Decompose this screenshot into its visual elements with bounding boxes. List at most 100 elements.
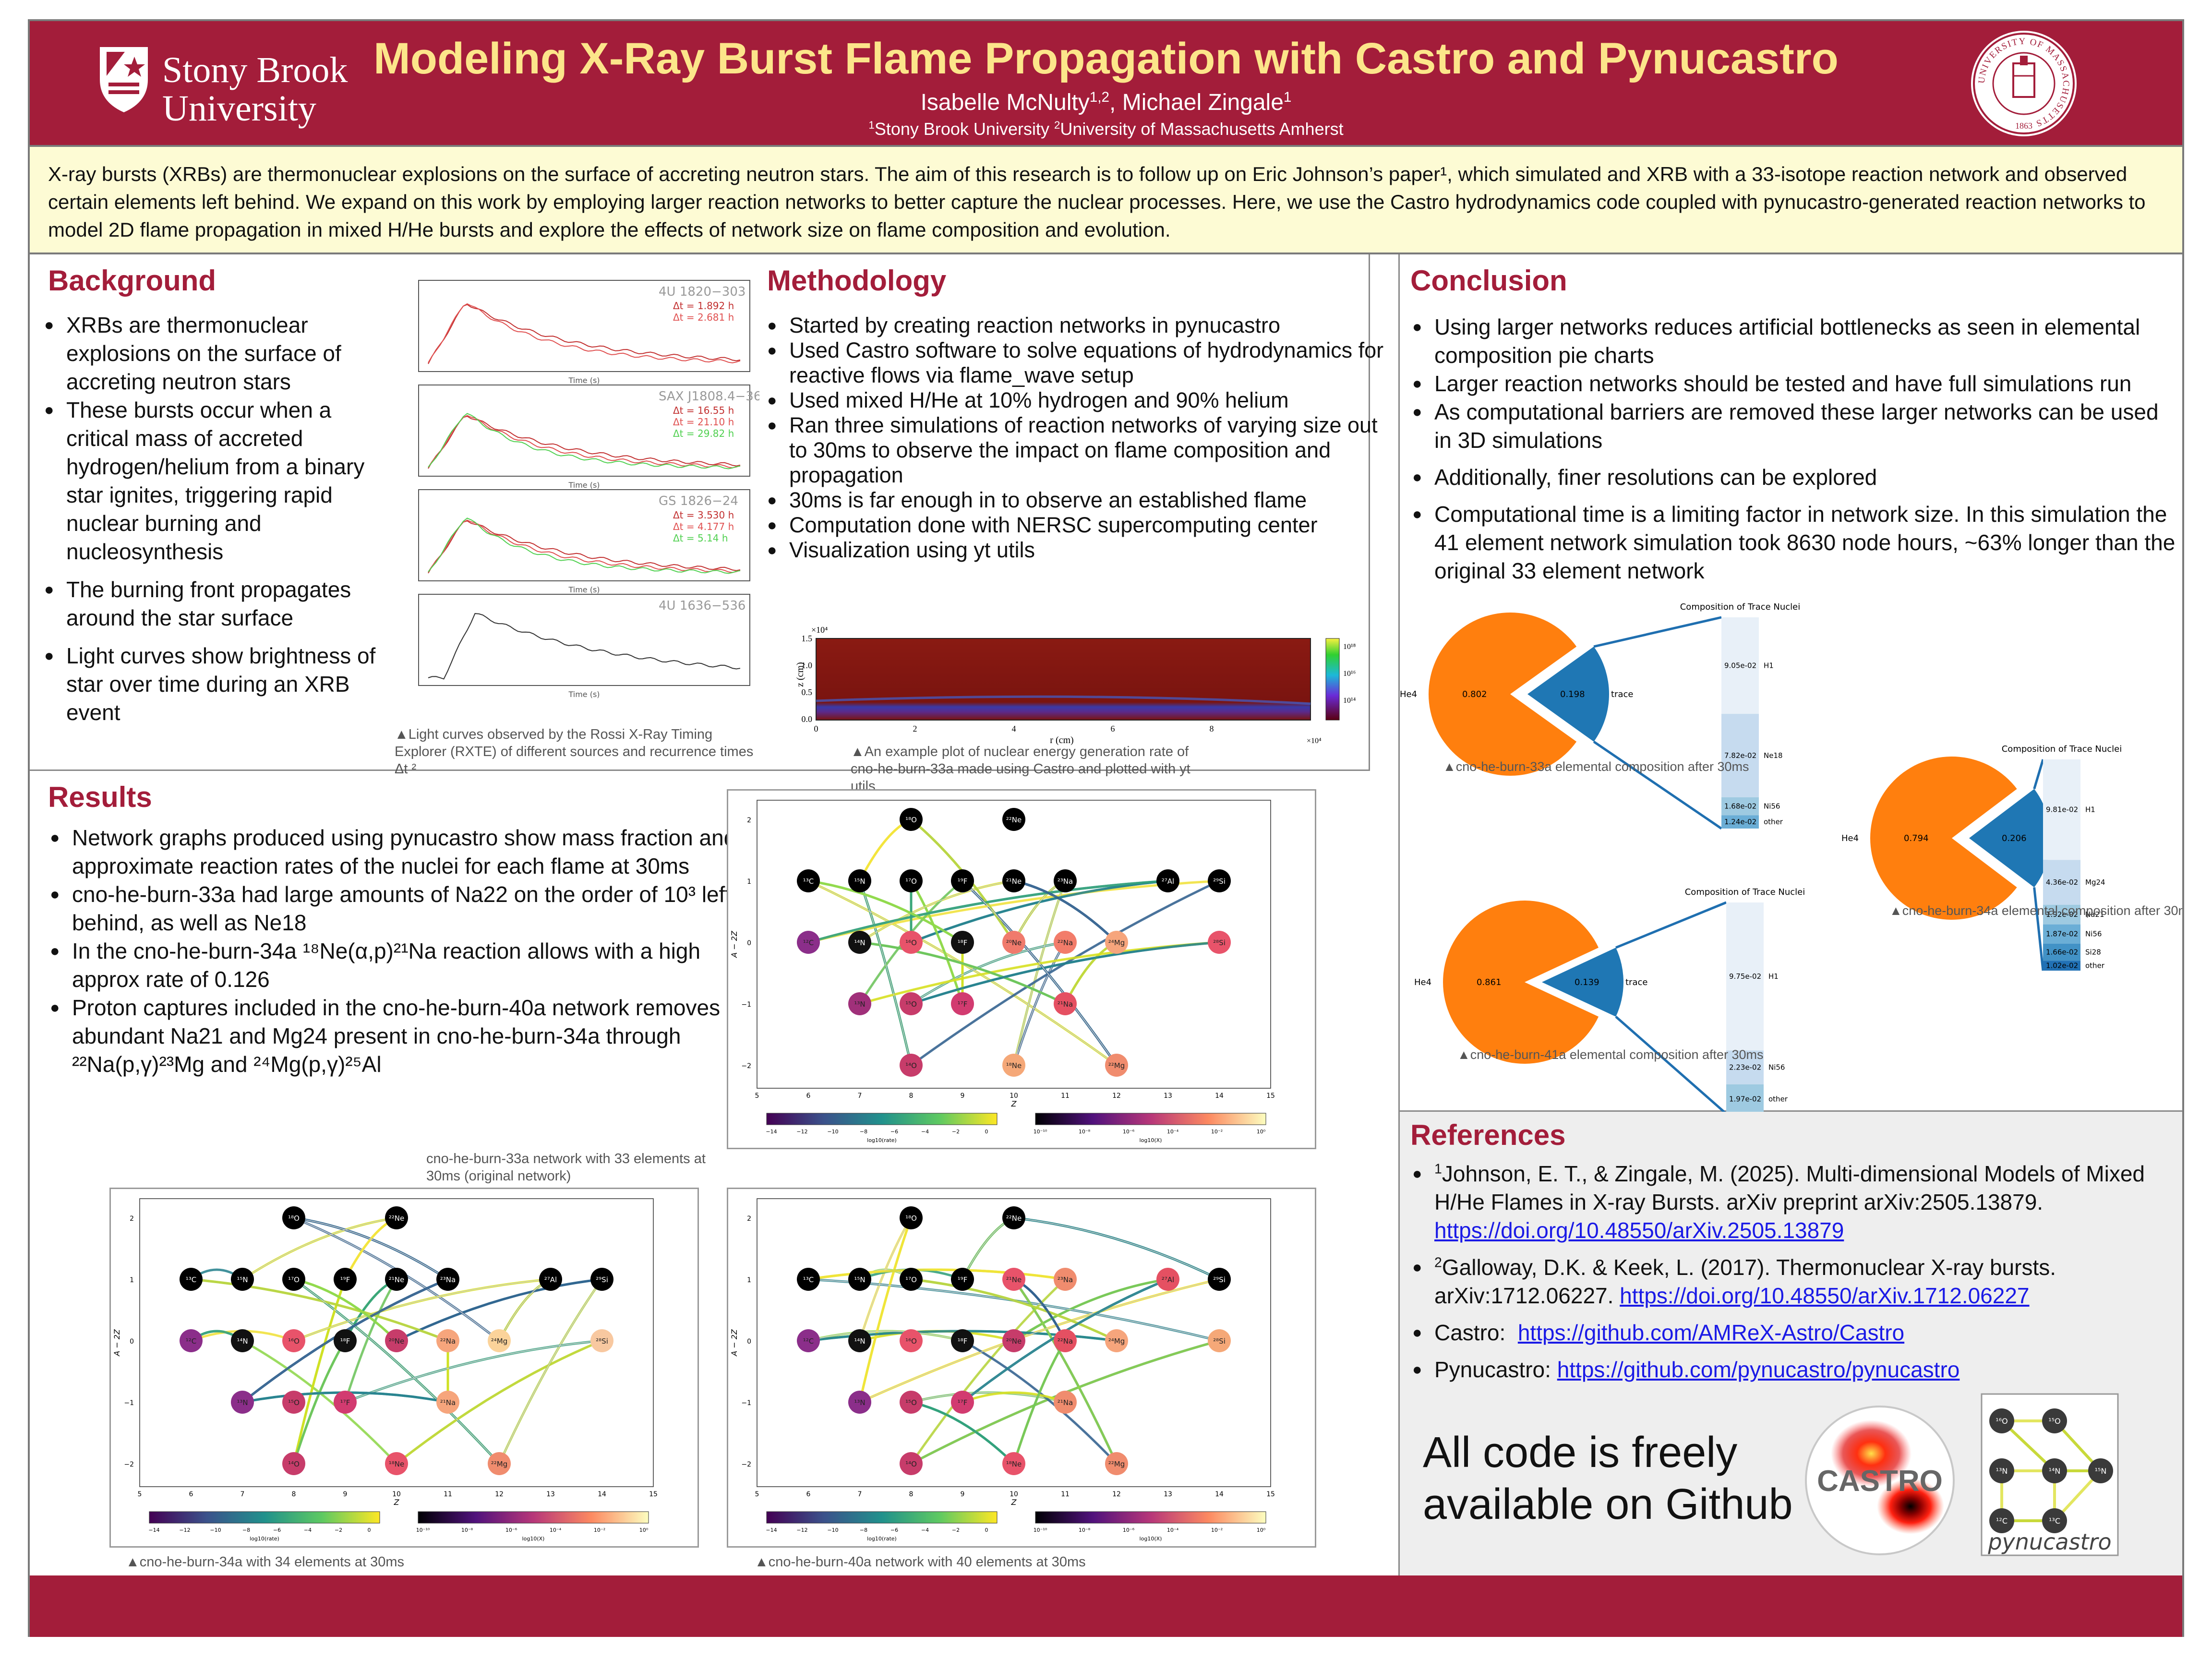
network-node bbox=[848, 1329, 871, 1352]
network-ytick: 0 bbox=[747, 939, 751, 947]
castro-logo-text: CASTRO bbox=[1817, 1465, 1943, 1498]
network-node-label: ¹⁴N bbox=[237, 1337, 248, 1346]
network-xtick: 12 bbox=[1112, 1491, 1121, 1498]
network-node-label: ¹⁹F bbox=[958, 1275, 968, 1284]
network-xtick: 11 bbox=[1061, 1491, 1070, 1498]
network-edge bbox=[396, 1278, 602, 1342]
network-edge bbox=[808, 879, 963, 944]
network-node bbox=[797, 869, 820, 892]
stack-segment-value: 1.66e-02 bbox=[2046, 948, 2078, 957]
network-ytick: −2 bbox=[741, 1461, 751, 1468]
network-node-label: ²⁷Al bbox=[544, 1275, 557, 1284]
rate-colorbar-tick: −12 bbox=[796, 1527, 807, 1533]
pie-connector bbox=[1615, 901, 1727, 949]
network-ytick: 1 bbox=[130, 1276, 134, 1284]
plot-ytick: 0.0 bbox=[802, 714, 813, 724]
network-xtick: 6 bbox=[806, 1491, 811, 1498]
network-xtick: 5 bbox=[755, 1092, 759, 1100]
ref2-link[interactable]: https://doi.org/10.48550/arXiv.1712.0622… bbox=[1620, 1283, 2030, 1308]
stack-segment-name: Na21 bbox=[2085, 910, 2104, 919]
network-xtick: 15 bbox=[1266, 1092, 1275, 1100]
network-edge bbox=[808, 1331, 963, 1341]
pynucastro-logo-node bbox=[1989, 1508, 2014, 1533]
stack-segment-value: 1.68e-02 bbox=[1724, 802, 1756, 811]
rate-colorbar-tick: −2 bbox=[335, 1527, 342, 1533]
network-node-label: ²¹Ne bbox=[1006, 1275, 1022, 1284]
pynucastro-logo-node bbox=[1989, 1408, 2014, 1433]
network-ytick: −2 bbox=[124, 1461, 134, 1468]
poster-frame: Stony Brook University Modeling X-Ray Bu… bbox=[28, 19, 2184, 1637]
pie-connector bbox=[1615, 1016, 1726, 1112]
references-heading: References bbox=[1410, 1119, 1566, 1151]
network-edge bbox=[499, 1279, 602, 1464]
pie-connector bbox=[1593, 616, 1722, 648]
stack-segment-value: 9.05e-02 bbox=[1724, 661, 1756, 670]
abundance-colorbar-tick: 10⁻⁶ bbox=[1123, 1129, 1135, 1135]
pie-he4-value: 0.794 bbox=[1904, 833, 1929, 843]
network-node-label: ²³Na bbox=[1058, 877, 1073, 886]
pie-slice-he4 bbox=[1429, 613, 1577, 776]
network-node-label: ¹⁷O bbox=[288, 1275, 300, 1284]
pie-he4-value: 0.861 bbox=[1477, 977, 1502, 987]
network-node-label: ¹⁸F bbox=[340, 1337, 350, 1346]
pynucastro-link[interactable]: https://github.com/pynucastro/pynucastro bbox=[1557, 1357, 1960, 1382]
rate-colorbar-tick: −8 bbox=[860, 1527, 867, 1533]
network-edge bbox=[859, 1279, 1220, 1403]
abundance-colorbar-label: log10(X) bbox=[522, 1536, 545, 1542]
network-node bbox=[900, 1452, 923, 1475]
conclusion-item: As computational barriers are removed th… bbox=[1412, 398, 2176, 455]
plot-exponent-x: ×10⁴ bbox=[1307, 737, 1322, 745]
network-node bbox=[231, 1268, 254, 1291]
network-node-label: ¹³C bbox=[186, 1275, 197, 1284]
pynucastro-logo-node-label: ¹⁵O bbox=[2048, 1417, 2060, 1426]
abundance-colorbar-label: log10(X) bbox=[1140, 1137, 1162, 1143]
abundance-colorbar-tick: 10⁻¹⁰ bbox=[416, 1527, 430, 1533]
rate-colorbar-tick: −2 bbox=[952, 1527, 960, 1533]
plot-ytick: 1.0 bbox=[802, 661, 813, 670]
pynucastro-logo-node-label: ¹²C bbox=[1996, 1516, 2008, 1526]
network-edge bbox=[910, 880, 964, 1004]
reference-item: 2Galloway, D.K. & Keek, L. (2017). Therm… bbox=[1412, 1253, 2176, 1310]
abundance-colorbar-tick: 10⁰ bbox=[1257, 1527, 1266, 1533]
logo-line-1: Stony Brook bbox=[162, 50, 348, 90]
network-edge bbox=[293, 1279, 500, 1464]
stack-segment-value: 9.75e-02 bbox=[1729, 972, 1761, 981]
network-node bbox=[951, 931, 974, 954]
references-list: 1Johnson, E. T., & Zingale, M. (2025). M… bbox=[1412, 1160, 2176, 1384]
network-node bbox=[180, 1268, 203, 1291]
network-node bbox=[539, 1268, 562, 1291]
ref1-link[interactable]: https://doi.org/10.48550/arXiv.2505.1387… bbox=[1434, 1218, 1844, 1243]
network-node bbox=[1208, 869, 1231, 892]
pynucastro-logo-node bbox=[1989, 1458, 2014, 1483]
rate-colorbar-tick: −4 bbox=[921, 1129, 929, 1135]
network-node-label: ²¹Ne bbox=[389, 1275, 404, 1284]
network-edge bbox=[962, 1391, 1066, 1404]
network-edge bbox=[1012, 1340, 1067, 1464]
castro-link[interactable]: https://github.com/AMReX-Astro/Castro bbox=[1517, 1320, 1905, 1345]
network-node-label: ¹⁵O bbox=[905, 1398, 917, 1407]
network-node-label: ²²Mg bbox=[1108, 1061, 1125, 1070]
network-node bbox=[1156, 1268, 1179, 1291]
network-edge bbox=[292, 1279, 347, 1464]
abundance-colorbar-tick: 10⁻⁸ bbox=[461, 1527, 473, 1533]
network-node bbox=[1054, 869, 1077, 892]
poster-authors: Isabelle McNulty1,2, Michael Zingale1 bbox=[30, 89, 2182, 116]
rate-colorbar-tick: −14 bbox=[148, 1527, 159, 1533]
network-node bbox=[488, 1452, 511, 1475]
stack-segment-name: Ni56 bbox=[2085, 930, 2102, 938]
abundance-colorbar-tick: 10⁻⁶ bbox=[505, 1527, 517, 1533]
stack-segment-value: 1.24e-02 bbox=[1724, 817, 1756, 826]
network-node-label: ¹⁷F bbox=[958, 1398, 968, 1407]
network-node bbox=[1002, 931, 1025, 954]
lightcurve-source-name: 4U 1636−536 bbox=[659, 599, 745, 613]
network-node bbox=[1054, 1268, 1077, 1291]
stony-brook-logo: Stony Brook University bbox=[97, 42, 366, 129]
lightcurve-recurrence: Δt = 16.55 h bbox=[673, 405, 734, 416]
rate-colorbar-tick: −8 bbox=[860, 1129, 867, 1135]
network-ytick: −1 bbox=[741, 1399, 751, 1407]
lightcurve-panel bbox=[418, 594, 750, 686]
network-node-label: ²²Ne bbox=[389, 1214, 404, 1223]
network-node-label: ¹⁷F bbox=[958, 1000, 968, 1009]
